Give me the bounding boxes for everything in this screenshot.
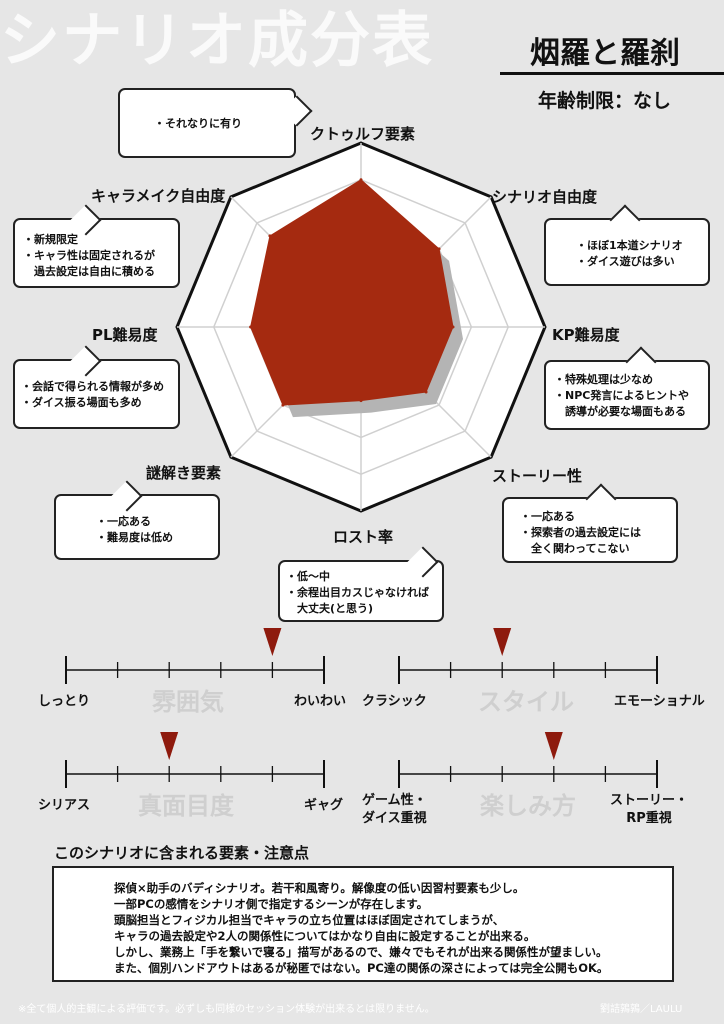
comment-lost: ・低～中・余程出目カスじゃなければ 大丈夫(と思う) (278, 546, 444, 622)
note-line: しかし、業務上「手を繋いで寝る」描写があるので、嫌々でもそれが出来る関係性が望ま… (114, 945, 608, 959)
slider-marker (263, 628, 282, 656)
note-line: 頭脳担当とフィジカル担当でキャラの立ち位置はほぼ固定されてしまうが、 (114, 913, 505, 927)
comment-line: ・難易度は低め (96, 531, 173, 544)
comment-story: ・一応ある・探索者の過去設定には 全く関わってこない (502, 483, 678, 563)
axis-label-kp-difficulty: KP難易度 (552, 326, 620, 344)
comment-pl-difficulty: ・会話で得られる情報が多め・ダイス振る場面も多め (13, 345, 180, 429)
comment-line: 過去設定は自由に積める (23, 265, 155, 278)
slider-title-style: スタイル (478, 688, 574, 716)
comment-line: ・特殊処理は少なめ (554, 373, 653, 386)
slider-marker (493, 628, 512, 656)
radar-data-point (451, 325, 455, 329)
axis-label-charamake: キャラメイク自由度 (91, 187, 226, 205)
slider-right-seriousness: ギャグ (304, 798, 344, 813)
axis-label-scenario-freedom: シナリオ自由度 (492, 188, 598, 206)
slider-left-seriousness: シリアス (38, 798, 91, 813)
slider-marker (160, 732, 179, 760)
radar-data-point (249, 325, 253, 329)
comment-scenario-freedom: ・ほぼ1本道シナリオ・ダイス遊びは多い (544, 204, 710, 286)
radar-chart (175, 141, 547, 513)
comment-line: ・探索者の過去設定には (520, 526, 641, 539)
scenario-name: 烟羅と羅刹 (530, 36, 680, 71)
comment-line: ・余程出目カスじゃなければ (286, 586, 429, 599)
comment-line: ・新規限定 (23, 233, 78, 246)
slider-right-style: エモーショナル (614, 694, 705, 709)
comment-line: ・ほぼ1本道シナリオ (576, 239, 683, 252)
radar-data-point (437, 247, 441, 251)
comment-line: 大丈夫(と思う) (286, 602, 374, 615)
comment-line: 誘導が必要な場面もある (554, 405, 686, 418)
notes-box: 探偵×助手のバディシナリオ。若干和風寄り。解像度の低い因習村要素も少し。一部PC… (52, 866, 674, 982)
note-line: また、個別ハンドアウトはあるが秘匿ではない。PC達の関係の深さによっては完全公開… (114, 961, 609, 975)
slider-left-style: クラシック (362, 694, 427, 709)
slider-left-enjoyment: ゲーム性・ ダイス重視 (362, 793, 427, 826)
radar-data-point (359, 399, 363, 403)
slider-right-atmosphere: わいわい (294, 694, 347, 709)
slider-title-atmosphere: 雰囲気 (152, 688, 224, 716)
slider-right-enjoyment: ストーリー・ RP重視 (610, 793, 689, 826)
comment-line: ・低～中 (286, 570, 330, 583)
slider-title-seriousness: 真面目度 (138, 792, 234, 820)
slider-left-atmosphere: しっとり (38, 694, 91, 709)
axis-label-cthulhu: クトゥルフ要素 (310, 125, 416, 143)
slider-scales (65, 628, 658, 788)
credit: 劉詰鶉鶉／LAULU (600, 1004, 683, 1015)
comment-cthulhu: ・それなりに有り (118, 88, 313, 158)
radar-data-point (281, 403, 285, 407)
comment-line: ・NPC発言によるヒントや (554, 389, 690, 402)
note-line: 探偵×助手のバディシナリオ。若干和風寄り。解像度の低い因習村要素も少し。 (114, 881, 525, 895)
comment-charamake: ・新規限定・キャラ性は固定されるが 過去設定は自由に積める (13, 204, 180, 288)
radar-data-point (359, 178, 363, 182)
comment-line: ・一応ある (96, 515, 151, 528)
radar-data-point (268, 234, 272, 238)
axis-label-story: ストーリー性 (492, 467, 583, 485)
disclaimer: ※全て個人的主観による評価です。必ずしも同様のセッション体験が出来るとは限りませ… (18, 1004, 435, 1015)
axis-label-lost: ロスト率 (333, 528, 394, 546)
note-line: 一部PCの感情をシナリオ側で指定するシーンが存在します。 (114, 897, 429, 911)
note-line: キャラの過去設定や2人の関係性についてはかなり自由に設定することが出来る。 (114, 929, 536, 943)
axis-label-pl-difficulty: PL難易度 (92, 326, 158, 344)
comment-puzzle: ・一応ある・難易度は低め (54, 480, 220, 560)
age-limit: 年齢制限：なし (538, 90, 672, 112)
axis-label-puzzle: 謎解き要素 (146, 464, 222, 482)
comment-line: 全く関わってこない (520, 542, 630, 555)
slider-title-enjoyment: 楽しみ方 (480, 792, 576, 820)
comment-line: ・一応ある (520, 510, 575, 523)
comment-line: ・キャラ性は固定されるが (23, 249, 155, 262)
notes-title: このシナリオに含まれる要素・注意点 (54, 844, 310, 862)
big-title: シナリオ成分表 (0, 6, 434, 76)
comment-line: ・ダイス遊びは多い (576, 255, 675, 268)
comment-kp-difficulty: ・特殊処理は少なめ・NPC発言によるヒントや 誘導が必要な場面もある (544, 346, 710, 430)
comment-line: ・会話で得られる情報が多め (21, 380, 164, 393)
slider-marker (544, 732, 563, 760)
comment-line: ・それなりに有り (154, 117, 242, 130)
comment-line: ・ダイス振る場面も多め (21, 396, 142, 409)
title-underline (500, 72, 724, 75)
radar-data-point (424, 390, 428, 394)
